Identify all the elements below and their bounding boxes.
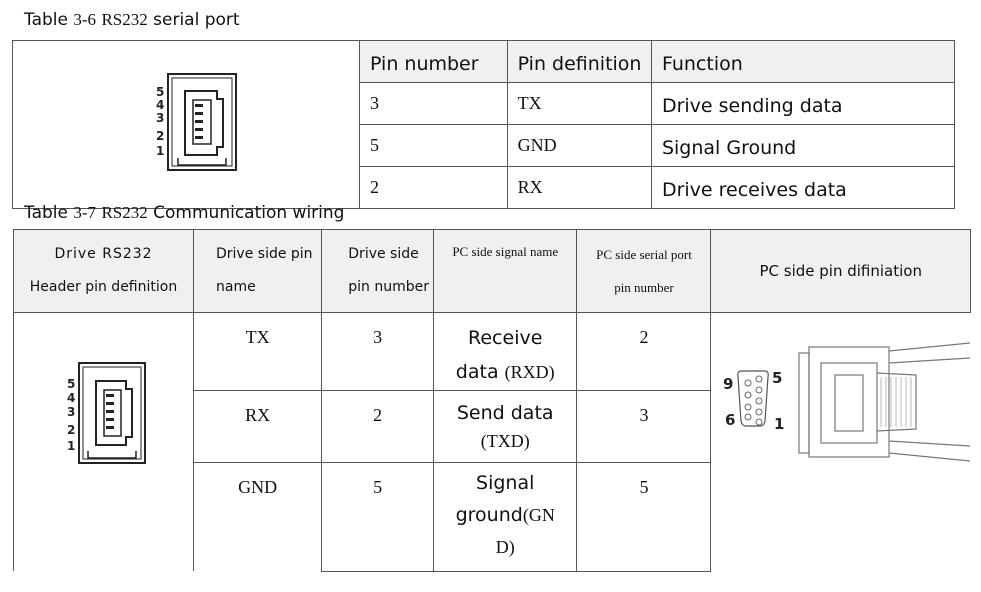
header-text: pin number xyxy=(614,280,674,295)
rs232-communication-wiring-table: Drive RS232 Header pin definition Drive … xyxy=(13,229,971,572)
caption-title: serial port xyxy=(153,10,240,30)
table-row: 2 RX Drive receives data xyxy=(13,166,956,209)
table-row: GND 5 Signal ground(GN D) 5 xyxy=(14,462,971,572)
mini-usb-connector-icon: 5 4 3 2 1 xyxy=(67,362,146,464)
header-pin-number: Pin number xyxy=(359,40,508,83)
pin-definition-cell: RX xyxy=(506,166,652,209)
drive-pin-name-cell: TX xyxy=(192,312,323,391)
pin-definition-cell: GND xyxy=(506,124,652,167)
header-text: PC side pin difiniation xyxy=(759,262,922,280)
table-3-7-caption: Table 3-7 RS232 Communication wiring xyxy=(24,203,344,223)
header-text: Drive RS232 xyxy=(54,246,153,262)
connector-pin-label: 5 xyxy=(67,377,75,391)
mini-usb-connector-icon: 5 4 3 2 1 xyxy=(156,73,237,171)
signal-code: (TXD) xyxy=(480,430,530,451)
function-cell: Signal Ground xyxy=(650,124,956,167)
connector-pin-label: 1 xyxy=(67,439,75,453)
caption-number: 3-7 xyxy=(73,203,97,222)
table-row: 5 GND Signal Ground xyxy=(13,124,956,167)
connector-pin-label: 4 xyxy=(67,391,75,405)
table-row: 3 TX Drive sending data xyxy=(13,82,956,125)
db9-connector-icon: 9 5 6 1 xyxy=(723,342,971,462)
header-text: Drive side xyxy=(348,246,419,262)
pin-number-cell: 2 xyxy=(359,166,508,209)
connector-image-cell: 5 4 3 2 1 xyxy=(12,40,360,209)
signal-code: D) xyxy=(495,537,515,558)
connector-pin-label: 3 xyxy=(156,111,164,125)
pc-pin-number-cell: 3 xyxy=(576,389,712,464)
caption-prefix: Table xyxy=(24,203,68,223)
drive-pin-number-cell: 5 xyxy=(321,462,434,572)
connector-pin-label: 2 xyxy=(156,129,164,143)
db9-pin-label: 6 xyxy=(725,411,735,429)
pin-number-cell: 5 xyxy=(359,124,508,167)
pin-definition-cell: TX xyxy=(506,82,652,125)
db9-connector-cell: 9 5 6 1 xyxy=(710,312,971,571)
pc-signal-name-cell: Signal ground(GN D) xyxy=(432,462,578,572)
signal-line: ground(GN xyxy=(434,499,577,531)
signal-line: data (RXD) xyxy=(434,355,577,389)
header-drive-rs232: Drive RS232 Header pin definition xyxy=(13,229,194,313)
signal-text: ground xyxy=(455,504,523,527)
pc-signal-name-cell: Send data (TXD) xyxy=(432,389,578,464)
connector-pin-label: 4 xyxy=(156,98,164,112)
function-cell: Drive sending data xyxy=(650,82,956,125)
drive-pin-number-cell: 2 xyxy=(321,389,434,464)
caption-title: Communication wiring xyxy=(153,203,345,223)
connector-pin-label: 2 xyxy=(67,423,75,437)
header-text: pin number xyxy=(348,279,430,295)
signal-text: Signal xyxy=(476,472,535,495)
header-function: Function xyxy=(650,40,956,83)
pin-number-cell: 3 xyxy=(359,82,508,125)
connector-pin-label: 5 xyxy=(156,85,164,99)
header-pc-side-serial-port-pin: PC side serial port pin number xyxy=(576,229,712,313)
db9-pin-label: 1 xyxy=(774,415,784,433)
header-text: name xyxy=(216,279,256,295)
header-text: Header pin definition xyxy=(29,279,178,295)
pc-pin-number-cell: 5 xyxy=(576,462,712,572)
connector-pin-label: 1 xyxy=(156,144,164,158)
drive-pin-name-cell: GND xyxy=(192,462,323,571)
table-3-6-caption: Table 3-6 RS232 serial port xyxy=(24,10,240,30)
caption-model: RS232 xyxy=(101,203,148,222)
header-line: Drive RS232 xyxy=(14,238,193,271)
pc-pin-number-cell: 2 xyxy=(576,312,712,391)
pc-signal-name-cell: Receive data (RXD) xyxy=(432,312,578,391)
table-row: 5 4 3 2 1 TX 3 Receive data (RXD) 2 xyxy=(13,312,971,571)
db9-pin-label: 5 xyxy=(772,369,782,387)
header-pc-side-signal-name: PC side signal name xyxy=(432,229,578,313)
header-pc-side-pin-definition: PC side pin difiniation xyxy=(710,229,971,313)
header-drive-side-pin-number: Drive side pin number xyxy=(321,229,434,313)
caption-model: RS232 xyxy=(101,10,148,29)
header-drive-side-pin-name: Drive side pin name xyxy=(192,229,323,313)
rs232-serial-port-table: 5 4 3 2 1 Pin number Pin definition Func… xyxy=(12,40,956,209)
header-text: PC side serial port xyxy=(596,247,692,262)
caption-number: 3-6 xyxy=(73,10,97,29)
db9-pin-label: 9 xyxy=(723,375,733,393)
table-header-row: 5 4 3 2 1 Pin number Pin definition Func… xyxy=(12,40,956,209)
signal-code: (GN xyxy=(522,505,555,526)
connector-pin-label: 3 xyxy=(67,405,75,419)
drive-pin-number-cell: 3 xyxy=(321,312,434,391)
signal-code: (RXD) xyxy=(504,362,555,382)
function-cell: Drive receives data xyxy=(650,166,956,209)
header-pin-definition: Pin definition xyxy=(506,40,652,83)
table-header-row: Drive RS232 Header pin definition Drive … xyxy=(13,229,971,313)
signal-text: Receive xyxy=(468,327,543,349)
signal-text: data xyxy=(455,361,499,383)
caption-prefix: Table xyxy=(24,10,68,30)
drive-pin-name-cell: RX xyxy=(192,389,323,464)
drive-connector-cell: 5 4 3 2 1 xyxy=(13,312,194,571)
header-text: Drive side pin xyxy=(216,246,313,262)
signal-text: Send data xyxy=(456,401,554,424)
